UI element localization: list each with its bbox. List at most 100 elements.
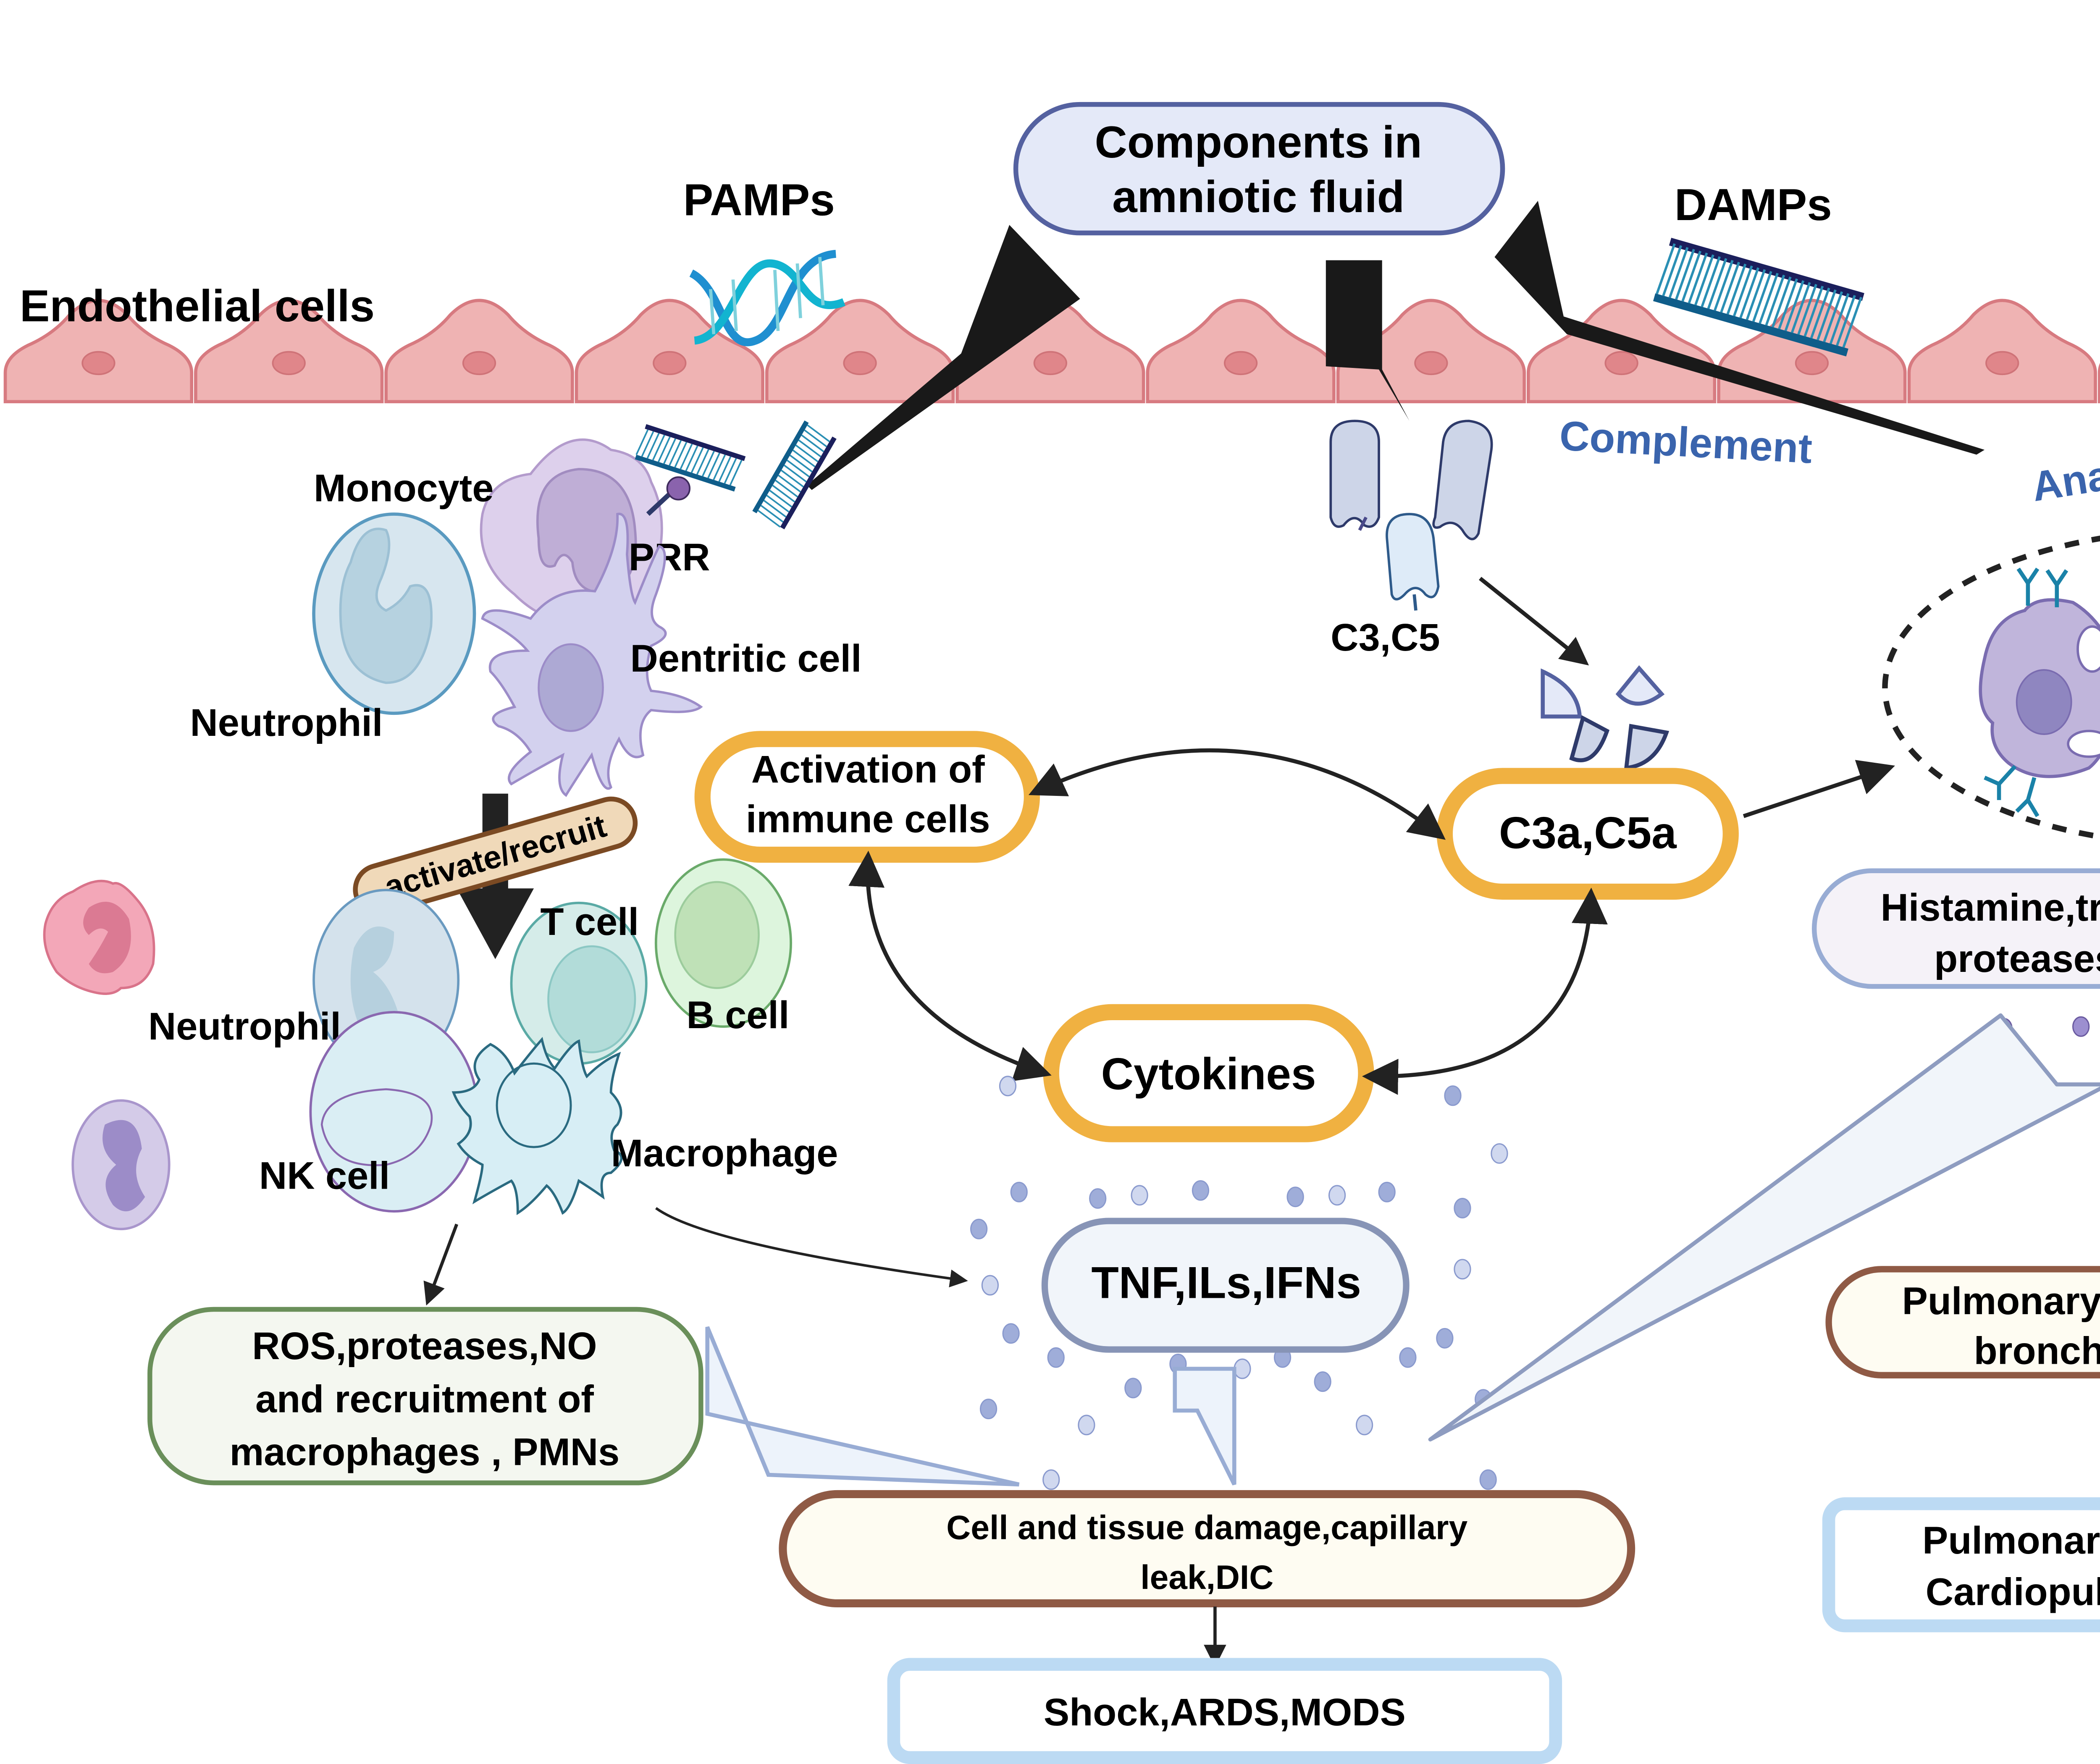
histamine-line1: Histamine,tryptase, [1881,886,2100,929]
arrow-macrophage-to-ros [423,1223,459,1306]
pulm-htn-line1: Pulmonary hypertension [1922,1519,2100,1562]
cytokine-dot [981,1275,999,1296]
wedge-tnf-to-damage [1173,1367,1236,1486]
components-line2: amniotic fluid [1112,171,1404,222]
tnf-label: TNF,ILs,IFNs [1091,1257,1361,1308]
endothelial-cell [1907,299,2097,404]
eosinophil-icon [43,879,155,995]
histamine-line2: proteases,PG [1934,937,2100,980]
pamps-label: PAMPs [683,175,835,225]
cytokine-dot [999,1076,1017,1097]
arrow-c3a-to-mast-cell [1743,760,1895,818]
arrow-activation-c3a [1028,748,1446,840]
endothelial-cells-label: Endothelial cells [20,281,375,331]
arrow-macrophage-to-tnf [655,1207,968,1288]
granule-dot [2072,1016,2090,1037]
monocyte-label: Monocyte [314,467,494,509]
nk-cell-label: NK cell [259,1155,390,1197]
prr-receptor-stalk [646,491,672,516]
cytokine-dot [1479,1469,1497,1490]
cytokine-dot [1234,1358,1251,1379]
dendritic-cell-icon [481,512,703,797]
cytokine-dot [1047,1347,1065,1368]
pamp-fragment-icon [635,424,746,492]
cytokines-label: Cytokines [1101,1048,1316,1099]
cytokine-dot [1089,1188,1107,1209]
cytokine-dot [1378,1181,1396,1202]
wedge-arrow-to-anaphylaxis [1494,201,1985,455]
wedge-arrow-to-complement [1326,260,1410,421]
b-cell-icon [654,858,792,1028]
components-line1: Components in [1095,117,1422,167]
b-cell-label: B cell [686,994,789,1037]
activation-line1: Activation of [751,748,985,791]
cytokine-dot [1286,1186,1304,1208]
cytokine-dot [1491,1143,1508,1164]
macrophage-icon [452,1037,623,1215]
dendritic-cell-label: Dentritic cell [630,637,862,680]
nk-cell-icon [309,1011,479,1213]
damps-label: DAMPs [1675,179,1832,230]
cytokine-dot [1436,1328,1454,1349]
neutrophil-label-bottom: Neutrophil [148,1005,341,1048]
t-cell-icon [510,901,648,1065]
cytokine-dot [1192,1180,1210,1201]
damage-line2: leak,DIC [1140,1559,1273,1596]
mast-cell-boundary [1882,536,2100,840]
pamp-fragment-icon [752,420,837,530]
cell-tissue-damage-node: Cell and tissue damage,capillary leak,DI… [779,1490,1635,1608]
cytokine-dot [1454,1198,1471,1218]
activation-line2: immune cells [746,798,990,840]
arrow-activation-cytokines [848,850,1052,1082]
c3a-c5a-node: C3a,C5a [1436,768,1739,900]
complement-label: Complement [1558,412,1813,472]
arrow-c3c5-to-fragments [1479,577,1589,666]
wedge-ros-to-damage [705,1326,1020,1487]
endothelial-cell [765,299,955,404]
cytokine-dot [1078,1415,1095,1436]
cytokines-node: Cytokines [1043,1004,1374,1142]
prr-label: PRR [629,536,710,579]
cytokine-dot [1328,1185,1346,1206]
cytokine-dot [1399,1347,1417,1368]
shock-label: Shock,ARDS,MODS [1044,1691,1406,1734]
anaphylaxis-label: Anaphylaxis [2029,426,2100,510]
ros-line1: ROS,proteases,NO [252,1325,597,1368]
endothelial-cell-layer [3,299,2100,404]
components-in-amniotic-fluid-box: Components in amniotic fluid [1013,102,1505,236]
cytokine-dot [1444,1085,1462,1106]
activation-of-immune-cells-node: Activation of immune cells [694,731,1040,863]
cytokine-dot [1010,1181,1028,1202]
tnf-ils-ifns-node: TNF,ILs,IFNs [1041,1218,1410,1353]
wedge-arrow-to-prr [807,225,1080,490]
pulmonary-hypertension-node: Pulmonary hypertension Cardiopulmonary f… [1822,1497,2100,1633]
ros-line3: macrophages , PMNs [230,1431,620,1474]
arrow-c3a-cytokines [1362,887,1608,1095]
t-cell-label: T cell [540,900,639,943]
ros-line2: and recruitment of [255,1378,594,1420]
endothelial-cell [1526,299,1717,404]
basophil-icon [71,1099,171,1231]
c3-c5-label: C3,C5 [1331,616,1440,659]
shock-ards-mods-node: Shock,ARDS,MODS [887,1658,1562,1764]
pulmonary-vasoconstriction-node: Pulmonary vasoconstriction bronchoconstr… [1825,1266,2100,1378]
c3a-c5a-label: C3a,C5a [1499,808,1677,858]
pulm-vaso-line1: Pulmonary vasoconstriction [1902,1280,2100,1323]
cytokine-dot [1002,1323,1020,1344]
neutrophil-icon-lower [312,889,460,1071]
pulm-htn-line2: Cardiopulmonary failure [1926,1570,2100,1613]
neutrophil-icon [312,512,476,715]
endothelial-cell [1717,299,1907,404]
cytokine-dot [979,1399,998,1420]
complement-protein-icon [1329,420,1493,611]
dna-helix-icon [689,249,845,346]
endothelial-cell [1146,299,1336,404]
cytokine-dot [970,1218,988,1239]
cytokine-dot [1355,1415,1373,1436]
ros-proteases-node: ROS,proteases,NO and recruitment of macr… [147,1307,704,1486]
cytokine-dot [1131,1185,1148,1206]
endothelial-cell [384,299,574,404]
damage-line1: Cell and tissue damage,capillary [946,1509,1467,1546]
neutrophil-label-top: Neutrophil [190,701,383,744]
